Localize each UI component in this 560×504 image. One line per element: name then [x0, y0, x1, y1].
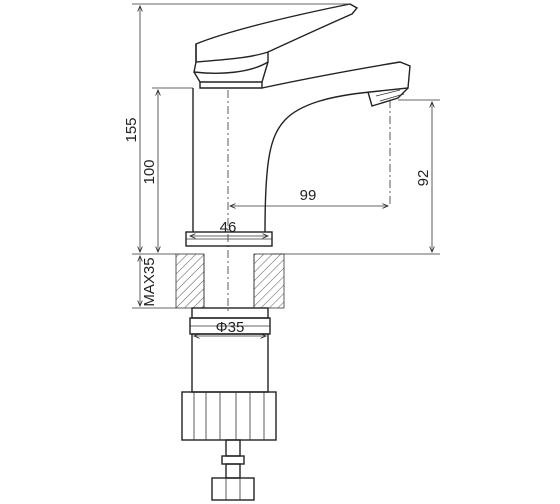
dim-spout-reach: 99: [300, 187, 317, 204]
dim-total-height: 155: [123, 117, 140, 142]
centerlines: [227, 90, 391, 312]
dim-body-height: 100: [141, 159, 158, 184]
handle-cap: [193, 61, 269, 89]
hose-connector: [211, 439, 255, 501]
faucet-body: [192, 61, 411, 233]
dim-spout-height: 92: [415, 170, 432, 187]
mounting-deck-section: [175, 253, 285, 309]
dim-base-width: 46: [220, 219, 237, 236]
dim-hole-diameter: Φ35: [216, 319, 245, 336]
dim-max-mount: MAX35: [141, 257, 158, 306]
mounting-nut: [181, 391, 277, 441]
dimension-lines: [140, 6, 432, 336]
base-collar: [185, 231, 273, 247]
extension-lines: [132, 3, 440, 309]
handle-lever: [193, 3, 359, 74]
spout-aerator: [367, 87, 409, 107]
